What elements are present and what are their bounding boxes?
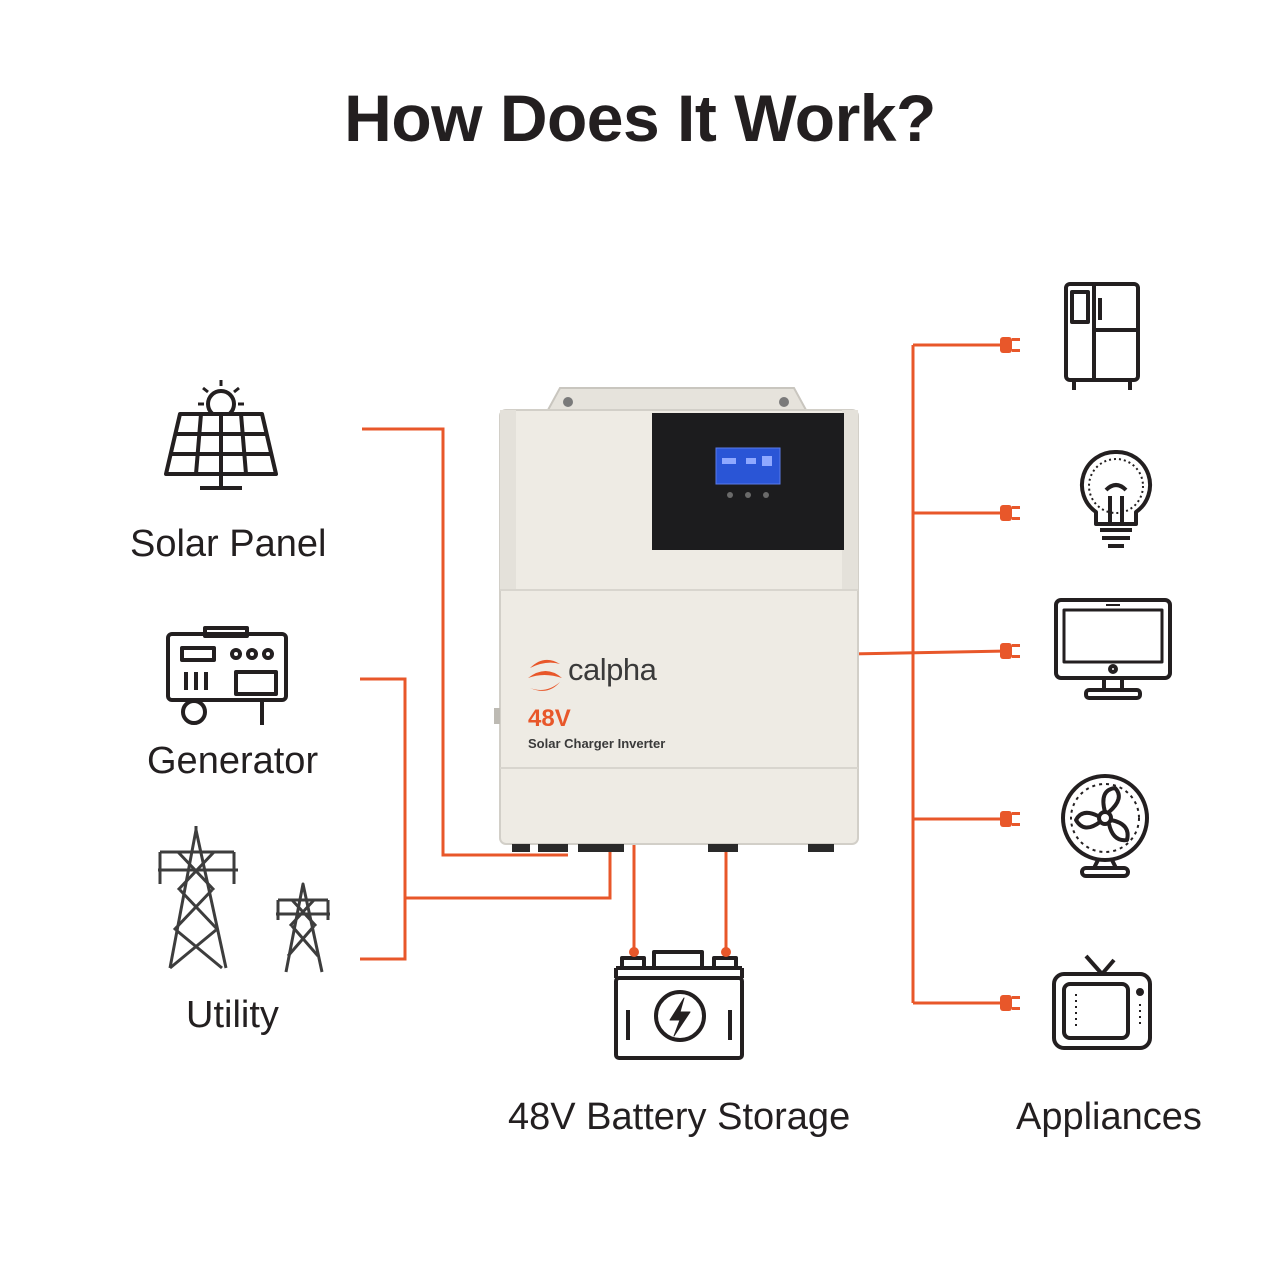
inverter-mount-bracket: [546, 387, 808, 411]
generator-icon: [166, 626, 288, 725]
plug-icon: [1000, 995, 1020, 1011]
output-wire: [847, 649, 1009, 656]
inverter-brand: calpha: [568, 652, 657, 687]
solar-wire: [362, 427, 568, 857]
solar-panel-icon: [164, 380, 278, 490]
page-title: How Does It Work?: [344, 81, 936, 155]
inverter-terminals: [512, 844, 834, 852]
source-bus-wire: [405, 845, 612, 900]
panel-buttons: [727, 492, 769, 498]
solar-panel-label: Solar Panel: [130, 523, 327, 565]
fan-icon: [1061, 774, 1149, 878]
appliances-label: Appliances: [1016, 1096, 1202, 1138]
light-bulb-icon: [1079, 449, 1153, 548]
plug-icons: [1000, 337, 1020, 1011]
wires: [360, 343, 1009, 1005]
utility-label: Utility: [186, 994, 279, 1036]
inverter-unit: [494, 387, 859, 852]
battery-label: 48V Battery Storage: [508, 1096, 851, 1138]
generator-wire: [360, 677, 407, 961]
television-icon: [1052, 954, 1152, 1050]
refrigerator-icon: [1064, 282, 1140, 390]
power-tower-small-icon: [276, 882, 330, 973]
battery-icon: [614, 950, 744, 1060]
plug-icon: [1000, 643, 1020, 659]
generator-label: Generator: [147, 740, 319, 782]
plug-icon: [1000, 505, 1020, 521]
inverter-model: 48V: [528, 705, 571, 732]
plug-icon: [1000, 811, 1020, 827]
battery-terminal-icons: [629, 947, 731, 957]
calpha-logo-icon: [528, 659, 562, 691]
monitor-icon: [1054, 598, 1172, 700]
power-tower-icon: [158, 826, 238, 970]
inverter-product-name: Solar Charger Inverter: [528, 736, 666, 751]
plug-icon: [1000, 337, 1020, 353]
